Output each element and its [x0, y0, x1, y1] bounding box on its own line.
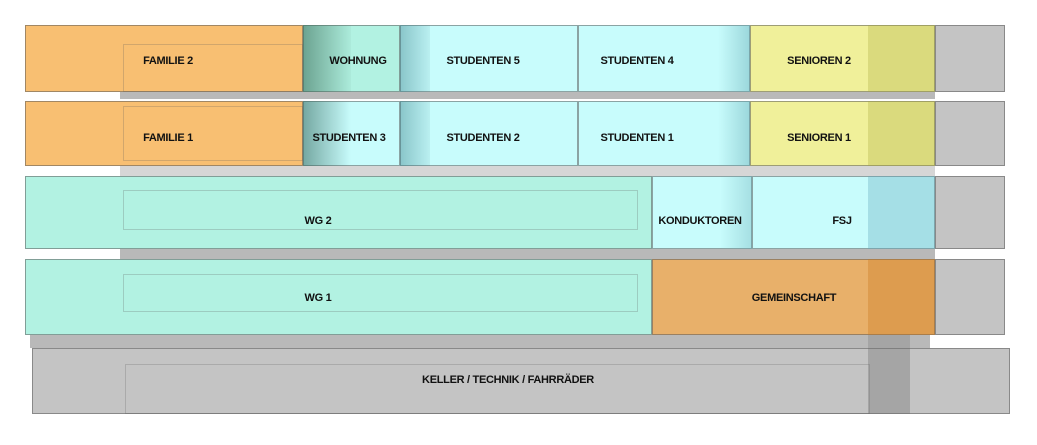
label-wohnung: WOHNUNG	[329, 55, 387, 67]
room-gemeinschaft[interactable]	[652, 259, 935, 335]
label-senioren-2: SENIOREN 2	[787, 55, 851, 67]
room-studenten-2[interactable]	[400, 101, 578, 166]
slab	[30, 335, 930, 348]
gray-end-block	[935, 176, 1005, 249]
room-wg-1[interactable]	[25, 259, 652, 335]
label-studenten-3: STUDENTEN 3	[312, 132, 386, 144]
label-studenten-2: STUDENTEN 2	[446, 132, 520, 144]
label-gemeinschaft: GEMEINSCHAFT	[751, 292, 837, 304]
room-konduktoren[interactable]	[652, 176, 752, 249]
label-wg-2: WG 2	[304, 215, 332, 227]
slab	[120, 166, 935, 176]
label-konduktoren: KONDUKTOREN	[658, 215, 742, 227]
label-studenten-5: STUDENTEN 5	[446, 55, 520, 67]
basement-block	[32, 348, 1010, 414]
gray-end-block	[935, 259, 1005, 335]
room-familie-1[interactable]	[25, 101, 303, 166]
label-fsj: FSJ	[832, 215, 852, 227]
room-senioren-1[interactable]	[750, 101, 935, 166]
label-studenten-1: STUDENTEN 1	[600, 132, 674, 144]
room-fsj[interactable]	[752, 176, 935, 249]
label-wg-1: WG 1	[304, 292, 332, 304]
gray-end-block	[935, 25, 1005, 92]
room-studenten-4[interactable]	[578, 25, 750, 92]
room-studenten-5[interactable]	[400, 25, 578, 92]
room-studenten-1[interactable]	[578, 101, 750, 166]
room-wg-2[interactable]	[25, 176, 652, 249]
label-familie-2: FAMILIE 2	[143, 55, 193, 67]
label-familie-1: FAMILIE 1	[143, 132, 193, 144]
label-studenten-4: STUDENTEN 4	[600, 55, 674, 67]
gray-end-block	[935, 101, 1005, 166]
slab	[120, 249, 935, 259]
slab	[120, 92, 935, 99]
room-senioren-2[interactable]	[750, 25, 935, 92]
room-familie-2[interactable]	[25, 25, 303, 92]
label-senioren-1: SENIOREN 1	[787, 132, 851, 144]
basement-label: KELLER / TECHNIK / FAHRRÄDER	[422, 374, 594, 386]
